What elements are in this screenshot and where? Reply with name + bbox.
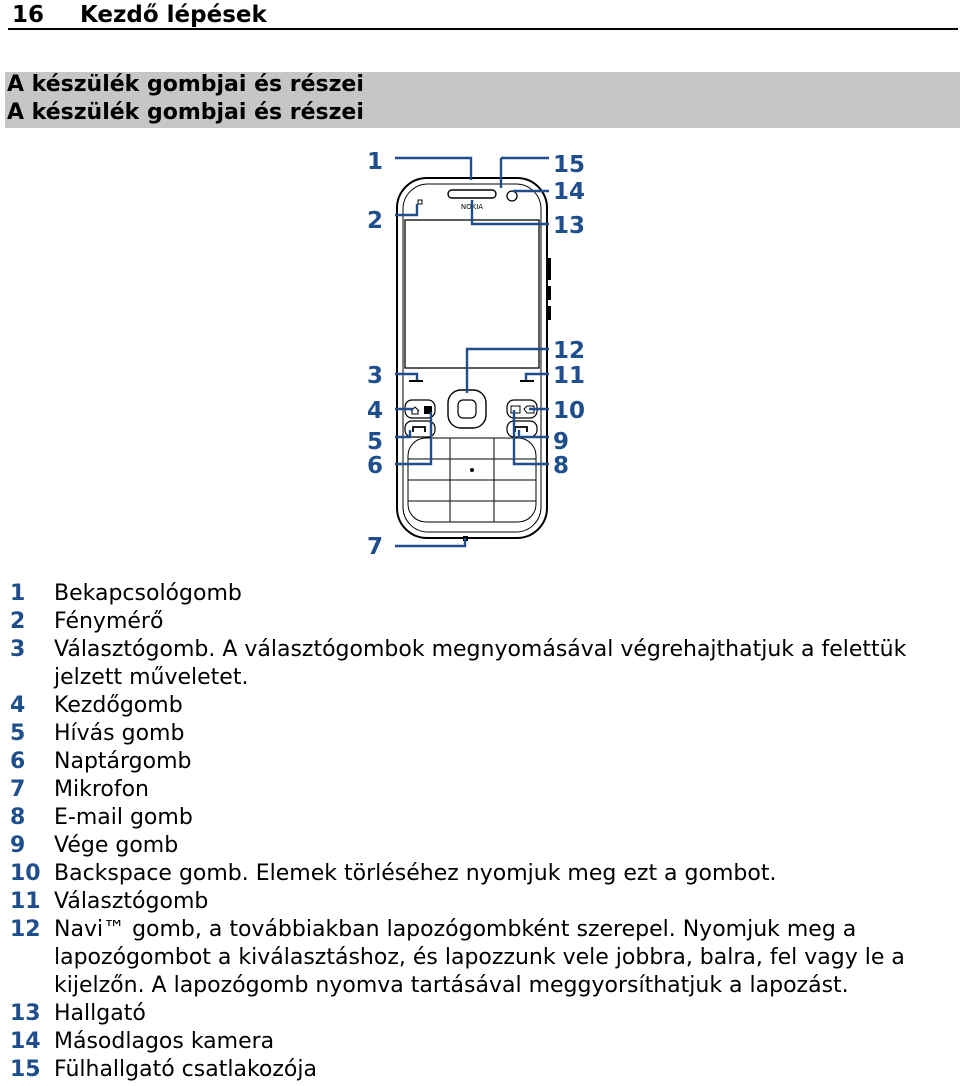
legend-item: 10 Backspace gomb. Elemek törléséhez nyom… bbox=[10, 860, 950, 888]
legend-item: 1 Bekapcsológomb bbox=[10, 580, 950, 608]
legend-text: Hallgató bbox=[54, 1001, 146, 1026]
section-heading-band bbox=[5, 72, 960, 128]
legend-number: 1 bbox=[10, 581, 26, 606]
section-heading: A készülék gombjai és részei bbox=[7, 72, 364, 97]
page-number: 16 bbox=[12, 2, 45, 28]
legend-text: Navi™ gomb, a továbbiakban lapozógombkén… bbox=[54, 917, 905, 998]
legend-item: 14 Másodlagos kamera bbox=[10, 1028, 950, 1056]
front-camera-icon bbox=[506, 190, 518, 202]
callout-14: 14 bbox=[553, 179, 585, 205]
callout-8: 8 bbox=[553, 453, 569, 479]
legend-item: 15 Fülhallgató csatlakozója bbox=[10, 1056, 950, 1084]
legend-list: 1 Bekapcsológomb 2 Fénymérő 3 Választógomb.… bbox=[10, 580, 950, 1084]
legend-number: 6 bbox=[10, 749, 26, 774]
legend-number: 13 bbox=[10, 1001, 41, 1026]
callout-4: 4 bbox=[367, 398, 383, 424]
legend-number: 4 bbox=[10, 693, 26, 718]
legend-text: E-mail gomb bbox=[54, 805, 193, 830]
legend-text: Fülhallgató csatlakozója bbox=[54, 1057, 317, 1082]
legend-text: Másodlagos kamera bbox=[54, 1029, 275, 1054]
legend-item: 8 E-mail gomb bbox=[10, 804, 950, 832]
callout-2: 2 bbox=[367, 208, 383, 234]
navi-center-icon bbox=[457, 399, 477, 419]
legend-item: 11 Választógomb bbox=[10, 888, 950, 916]
light-sensor-icon bbox=[417, 199, 423, 205]
callout-15: 15 bbox=[553, 152, 585, 178]
callout-3: 3 bbox=[367, 363, 383, 389]
legend-text: Hívás gomb bbox=[54, 721, 185, 746]
legend-number: 11 bbox=[10, 889, 41, 914]
legend-item: 5 Hívás gomb bbox=[10, 720, 950, 748]
callout-5: 5 bbox=[367, 429, 383, 455]
legend-number: 9 bbox=[10, 833, 26, 858]
calendar-icon bbox=[424, 406, 432, 414]
legend-text: Backspace gomb. Elemek törléséhez nyomju… bbox=[54, 861, 777, 886]
legend-text: Választógomb bbox=[54, 889, 209, 914]
legend-number: 3 bbox=[10, 637, 26, 662]
legend-text: Választógomb. A választógombok megnyomás… bbox=[54, 637, 907, 690]
call-key bbox=[404, 420, 436, 438]
legend-item: 6 Naptárgomb bbox=[10, 748, 950, 776]
earpiece-icon bbox=[447, 189, 497, 199]
legend-item: 13 Hallgató bbox=[10, 1000, 950, 1028]
email-icon bbox=[510, 405, 521, 414]
callout-lines bbox=[395, 156, 549, 548]
callout-1: 1 bbox=[367, 149, 383, 175]
legend-item: 2 Fénymérő bbox=[10, 608, 950, 636]
legend-text: Mikrofon bbox=[54, 777, 150, 802]
legend-number: 12 bbox=[10, 917, 41, 942]
legend-item: 12 Navi™ gomb, a továbbiakban lapozógombk… bbox=[10, 916, 950, 1000]
section-subheading: A készülék gombjai és részei bbox=[7, 100, 364, 125]
legend-item: 3 Választógomb. A választógombok megnyomá… bbox=[10, 636, 950, 692]
legend-number: 2 bbox=[10, 609, 26, 634]
legend-item: 9 Vége gomb bbox=[10, 832, 950, 860]
legend-number: 15 bbox=[10, 1057, 41, 1082]
legend-number: 10 bbox=[10, 861, 41, 886]
callout-6: 6 bbox=[367, 453, 383, 479]
phone-diagram: NOKIA bbox=[367, 149, 585, 560]
legend-text: Fénymérő bbox=[54, 609, 164, 634]
legend-number: 5 bbox=[10, 721, 26, 746]
legend-text: Bekapcsológomb bbox=[54, 581, 242, 606]
callout-13: 13 bbox=[553, 213, 585, 239]
page-title: Kezdő lépések bbox=[80, 2, 267, 28]
callout-12: 12 bbox=[553, 338, 585, 364]
legend-text: Vége gomb bbox=[54, 833, 179, 858]
legend-number: 8 bbox=[10, 805, 26, 830]
legend-item: 7 Mikrofon bbox=[10, 776, 950, 804]
callout-7: 7 bbox=[367, 534, 383, 560]
legend-item: 4 Kezdőgomb bbox=[10, 692, 950, 720]
display-screen bbox=[404, 219, 540, 369]
callout-11: 11 bbox=[553, 363, 585, 389]
end-key bbox=[506, 420, 538, 438]
legend-number: 7 bbox=[10, 777, 26, 802]
page-header: 16 Kezdő lépések bbox=[8, 0, 958, 30]
phone-illustration: NOKIA bbox=[396, 177, 551, 541]
legend-number: 14 bbox=[10, 1029, 41, 1054]
callout-9: 9 bbox=[553, 429, 569, 455]
legend-text: Naptárgomb bbox=[54, 749, 192, 774]
call-icon bbox=[412, 426, 426, 432]
callout-10: 10 bbox=[553, 398, 585, 424]
legend-text: Kezdőgomb bbox=[54, 693, 183, 718]
